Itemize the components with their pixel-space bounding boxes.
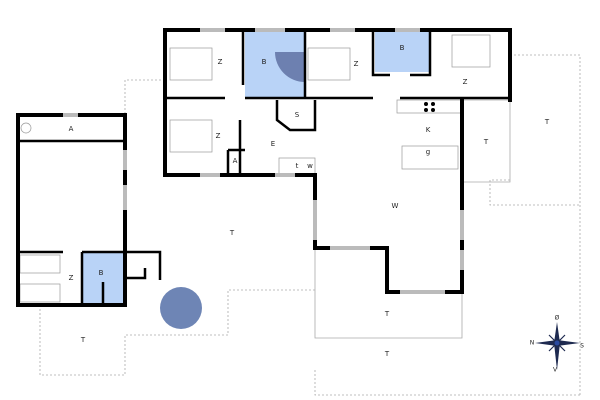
- label-dishwasher: g: [426, 148, 430, 156]
- room-label-terrace: T: [384, 310, 390, 318]
- bed: [451, 34, 491, 68]
- room-label-terrace: T: [483, 138, 489, 146]
- room-label-terrace: T: [80, 336, 86, 344]
- room-label-utility: A: [69, 125, 74, 133]
- room-label-storage: S: [295, 111, 300, 119]
- compass-label-top: Ø: [555, 315, 560, 322]
- kitchen-island: [401, 145, 459, 170]
- room-label-entrance: E: [271, 140, 275, 148]
- compass-label-left: N: [530, 340, 535, 347]
- stove-icon: [424, 108, 428, 112]
- room-label-bathroom: B: [262, 58, 267, 66]
- room-label-bedroom: Z: [218, 58, 223, 66]
- bathroom-2: [375, 32, 429, 72]
- annex-walls: [16, 113, 162, 307]
- stove-icon: [431, 102, 435, 106]
- room-label-terrace: T: [384, 350, 390, 358]
- bed: [307, 47, 351, 81]
- stove-icon: [424, 102, 428, 106]
- furniture: [19, 34, 491, 303]
- main-house-walls: [163, 28, 512, 294]
- room-label-terrace: T: [229, 229, 235, 237]
- room-label-closet: A: [233, 157, 238, 165]
- label-dryer: t: [296, 162, 299, 170]
- room-label-living: W: [392, 202, 399, 210]
- room-label-bathroom: B: [99, 269, 104, 277]
- room-label-bedroom: Z: [354, 60, 359, 68]
- room-label-bedroom: Z: [69, 274, 74, 282]
- compass-label-bottom: V: [553, 367, 558, 374]
- label-washer: w: [307, 162, 313, 170]
- bed: [169, 119, 213, 153]
- kitchen-counter: [396, 99, 463, 114]
- compass-label-right: S: [580, 343, 584, 350]
- bed: [19, 254, 61, 274]
- water-heater: [20, 122, 32, 134]
- room-label-kitchen: K: [426, 126, 431, 134]
- room-label-bedroom: Z: [216, 132, 221, 140]
- shower: [275, 52, 305, 82]
- spa-pool: [160, 287, 202, 329]
- room-label-bathroom: B: [400, 44, 405, 52]
- bed: [169, 47, 213, 81]
- compass-rose-icon: Ø N S V: [530, 315, 584, 374]
- room-label-bedroom: Z: [463, 78, 468, 86]
- room-label-terrace: T: [544, 118, 550, 126]
- stove-icon: [431, 108, 435, 112]
- terrace-outlines: [39, 54, 581, 396]
- bed: [19, 283, 61, 303]
